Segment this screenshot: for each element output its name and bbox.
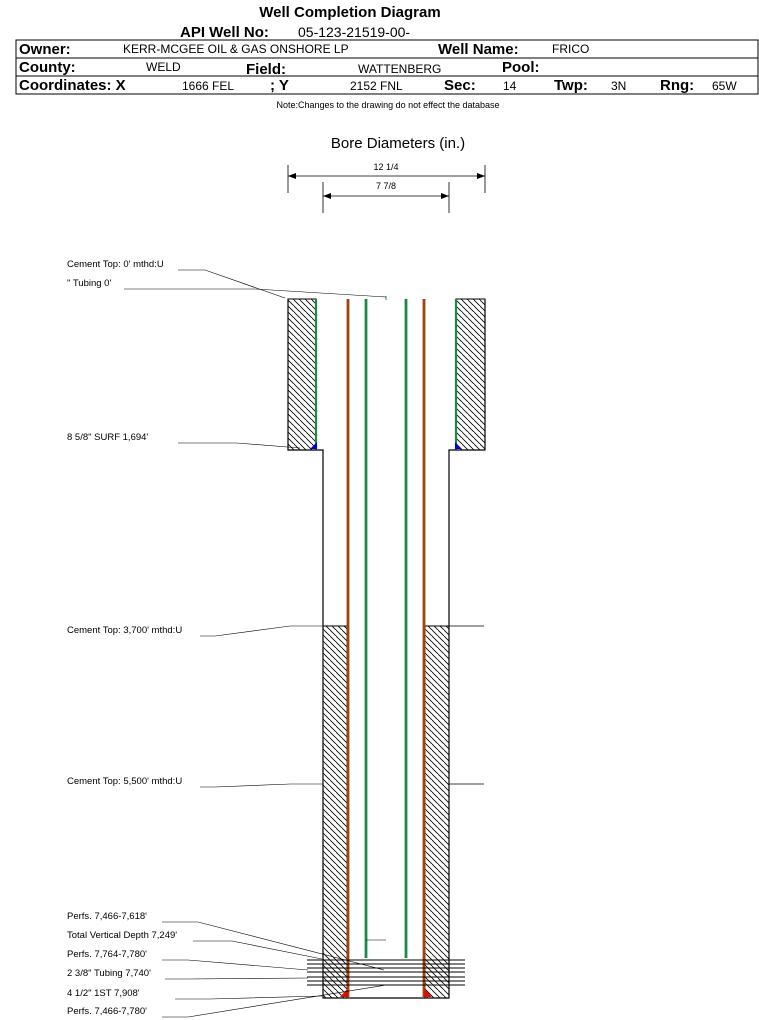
api-value: 05-123-21519-00- xyxy=(298,24,410,40)
header-table xyxy=(15,39,759,95)
label-tubing-0: " Tubing 0' xyxy=(67,278,111,289)
production-shoe-right xyxy=(424,988,432,997)
label-surface-casing: 8 5/8" SURF 1,694' xyxy=(67,432,148,443)
production-cement-right xyxy=(424,625,450,999)
api-label: API Well No: xyxy=(180,24,269,41)
sec-value: 14 xyxy=(503,79,517,93)
field-label: Field: xyxy=(246,61,286,78)
label-perfs-3: Perfs. 7,466-7,780' xyxy=(67,1006,147,1017)
label-perfs-2: Perfs. 7,764-7,780' xyxy=(67,949,147,960)
label-perfs-1: Perfs. 7,466-7,618' xyxy=(67,911,147,922)
owner-value: KERR-MCGEE OIL & GAS ONSHORE LP xyxy=(123,42,349,56)
label-total-vertical-depth: Total Vertical Depth 7,249' xyxy=(67,930,177,941)
sec-label: Sec: xyxy=(444,77,476,94)
label-tubing-238: 2 3/8" Tubing 7,740' xyxy=(67,968,151,979)
rng-value: 65W xyxy=(712,79,737,93)
diagram-title: Well Completion Diagram xyxy=(259,4,440,21)
perforation-lines xyxy=(307,959,465,986)
wellname-value: FRICO xyxy=(552,42,589,56)
twp-label: Twp: xyxy=(554,77,588,94)
county-value: WELD xyxy=(146,60,181,74)
bore-dimension-outer xyxy=(287,165,486,193)
surface-cement-right xyxy=(455,298,486,451)
production-shoe-left xyxy=(340,988,348,997)
field-value: WATTENBERG xyxy=(358,62,441,76)
bore-diameters-title: Bore Diameters (in.) xyxy=(331,135,465,152)
label-cement-top-3700: Cement Top: 3,700' mthd:U xyxy=(67,625,182,636)
label-cement-top-5500: Cement Top: 5,500' mthd:U xyxy=(67,776,182,787)
coordy-label: ; Y xyxy=(270,77,289,94)
surface-cement-left xyxy=(287,298,317,451)
bore-inner-label: 7 7/8 xyxy=(376,181,396,191)
coordx-value: 1666 FEL xyxy=(182,79,234,93)
coordx-label: Coordinates: X xyxy=(19,77,126,94)
rng-label: Rng: xyxy=(660,77,694,94)
surface-shoe-left xyxy=(310,442,317,449)
county-label: County: xyxy=(19,59,76,76)
pool-label: Pool: xyxy=(502,59,540,76)
bore-dimension-inner xyxy=(322,182,450,213)
surface-shoe-right xyxy=(455,442,462,449)
production-cement-left xyxy=(322,625,348,999)
coordy-value: 2152 FNL xyxy=(350,79,403,93)
owner-label: Owner: xyxy=(19,41,71,58)
twp-value: 3N xyxy=(611,79,626,93)
wellname-label: Well Name: xyxy=(438,41,519,58)
bore-outer-label: 12 1/4 xyxy=(373,162,398,172)
label-cement-top-0: Cement Top: 0' mthd:U xyxy=(67,259,164,270)
label-casing-412: 4 1/2" 1ST 7,908' xyxy=(67,988,140,999)
note-text: Note:Changes to the drawing do not effec… xyxy=(277,100,500,110)
